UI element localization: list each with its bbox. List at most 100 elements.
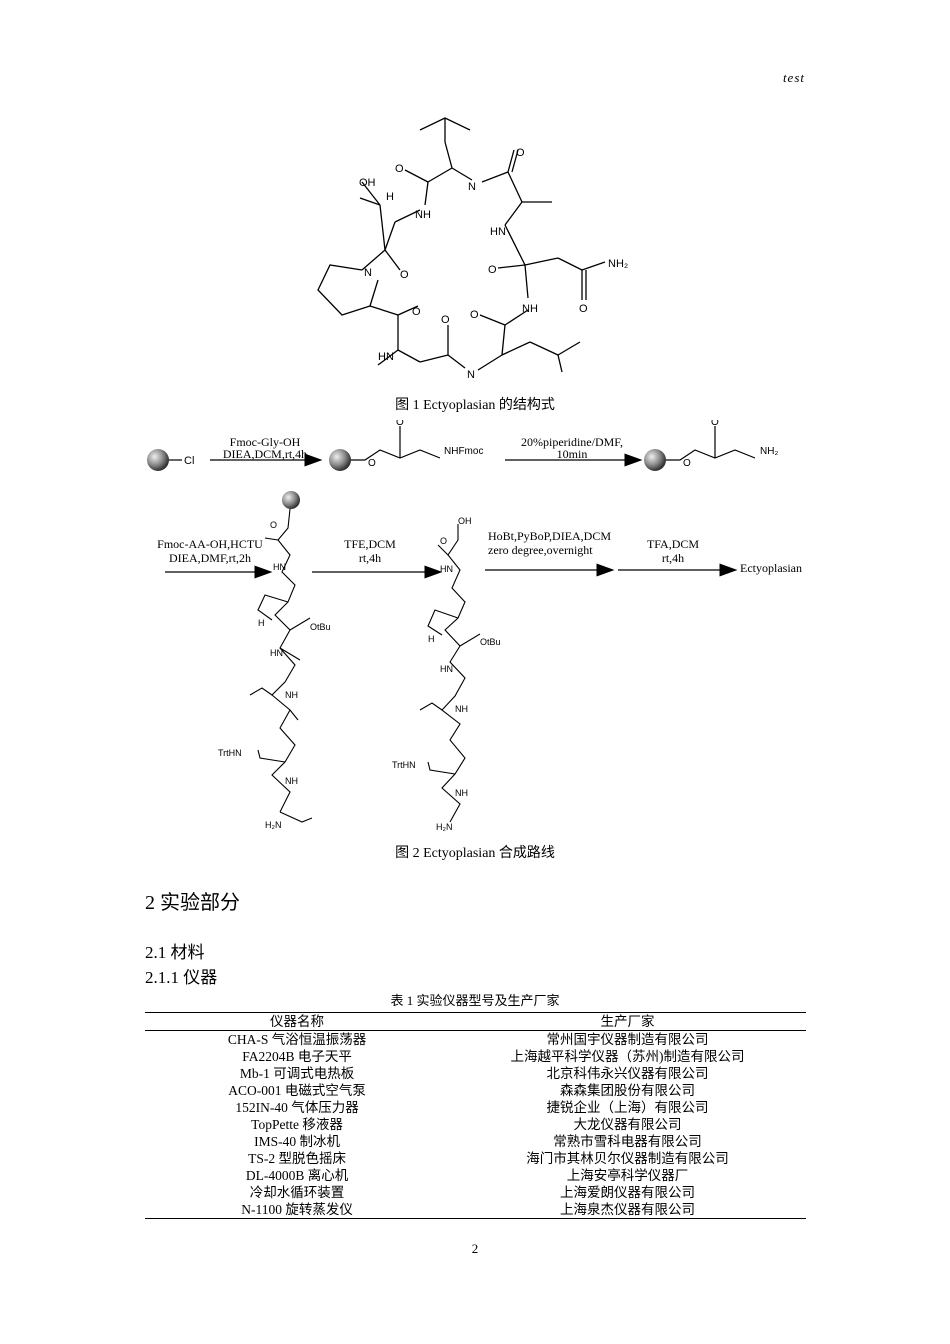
table-cell: N-1100 旋转蒸发仪: [145, 1201, 450, 1219]
chain2-otbu: OtBu: [480, 637, 501, 647]
subsection-title: 2.1 材料: [145, 943, 205, 962]
atom-n-2: N: [467, 369, 475, 381]
table-cell: Mb-1 可调式电热板: [239, 1066, 355, 1081]
table-cell: DL-4000B 离心机: [245, 1168, 349, 1183]
table-row: FA2204B 电子天平 上海越平科学仪器（苏州)制造有限公司: [145, 1048, 806, 1065]
atom-hn-1: HN: [490, 226, 506, 238]
figure2-route: Cl Fmoc-Gly-OH DIEA,DCM,rt,4h O O NHFmoc…: [147, 420, 802, 832]
chain2-o-1: O: [440, 536, 447, 546]
atom-o-1: O: [395, 163, 404, 175]
atom-nh2: NH₂: [608, 258, 628, 270]
chain1-nh-2: NH: [285, 776, 298, 786]
chain2-nh-1: NH: [455, 704, 468, 714]
table-cell: TS-2 型脱色摇床: [248, 1151, 346, 1166]
subsubsection-title: 2.1.1 仪器: [145, 968, 218, 987]
label-nh2-r1: NH₂: [760, 446, 778, 457]
label-o-r1c: O: [683, 458, 691, 469]
resin-bead-1: [147, 449, 169, 471]
atom-o-4: O: [579, 303, 588, 315]
table-cell: FA2204B 电子天平: [242, 1049, 352, 1064]
chain2-hn-1: HN: [440, 564, 453, 574]
table-caption: 表 1 实验仪器型号及生产厂家: [390, 993, 560, 1008]
table-cell: 常州国宇仪器制造有限公司: [546, 1032, 709, 1047]
header-note: test: [782, 70, 805, 85]
chain2-h: H: [428, 634, 435, 644]
table-row: IMS-40 制冰机常熟市雪科电器有限公司: [145, 1133, 806, 1150]
table-cell: 森森集团股份有限公司: [560, 1083, 696, 1098]
atom-hn-2: HN: [378, 351, 394, 363]
atom-o-3: O: [488, 264, 497, 276]
step1-bottom: DIEA,DCM,rt,4h: [223, 447, 307, 461]
table-cell: ACO-001 电磁式空气泵: [228, 1083, 366, 1098]
step2-bottom: 10min: [557, 447, 588, 461]
table-cell: 上海越平科学仪器（苏州)制造有限公司: [510, 1049, 745, 1064]
atom-o-7: O: [412, 306, 421, 318]
chain2-h2n: H₂N: [436, 822, 453, 832]
table-row: TS-2 型脱色摇床海门市其林贝尔仪器制造有限公司: [145, 1150, 806, 1167]
chain1-hn-2: HN: [270, 648, 283, 658]
table-cell: CHA-S 气浴恒温振荡器: [227, 1032, 367, 1047]
step3-top: Fmoc-AA-OH,HCTU: [157, 537, 263, 551]
atom-n-1: N: [468, 181, 476, 193]
figure2-caption: 图 2 Ectyoplasian 合成路线: [395, 846, 555, 861]
label-nhfmoc: NHFmoc: [444, 446, 483, 457]
label-o-r1d: O: [711, 420, 719, 428]
step4-top: TFE,DCM: [344, 537, 396, 551]
resin-bead-2: [329, 449, 351, 471]
figure1-caption: 图 1 Ectyoplasian 的结构式: [395, 398, 555, 413]
product-label: Ectyoplasian: [740, 561, 802, 575]
step2-top: 20%piperidine/DMF,: [521, 435, 623, 449]
label-cl: Cl: [184, 455, 194, 467]
chain1-o-1: O: [270, 520, 277, 530]
atom-n-3: N: [364, 267, 372, 279]
table-cell: 捷锐企业（上海）有限公司: [546, 1100, 709, 1115]
section-title: 2 实验部分: [145, 892, 240, 914]
label-o-r1a: O: [368, 458, 376, 469]
atom-o-5: O: [470, 309, 479, 321]
chain2-hn-2: HN: [440, 664, 453, 674]
atom-oh: OH: [359, 177, 376, 189]
step5-top: HoBt,PyBoP,DIEA,DCM: [488, 529, 611, 543]
atom-h: H: [386, 191, 394, 203]
resin-bead-4: [282, 491, 300, 509]
table-row: DL-4000B 离心机 上海安亭科学仪器厂: [145, 1167, 806, 1184]
table-row: CHA-S 气浴恒温振荡器 常州国宇仪器制造有限公司: [145, 1031, 806, 1049]
table-cell: 上海泉杰仪器有限公司: [449, 1201, 806, 1219]
chain2-oh: OH: [458, 516, 472, 526]
chain1-nh-1: NH: [285, 690, 298, 700]
table-cell: 冷却水循环装置: [249, 1185, 345, 1200]
table-cell: 上海爱朗仪器有限公司: [560, 1185, 696, 1200]
step6-bottom: rt,4h: [662, 551, 684, 565]
chain1-trthn: TrtHN: [218, 748, 242, 758]
table-cell: 常熟市雪科电器有限公司: [553, 1134, 702, 1149]
table-cell: 152IN-40 气体压力器: [235, 1100, 359, 1115]
atom-o-6: O: [441, 314, 450, 326]
step4-bottom: rt,4h: [359, 551, 381, 565]
table-cell: 上海安亭科学仪器厂: [566, 1168, 689, 1183]
page-number: 2: [471, 1241, 479, 1256]
step5-bottom: zero degree,overnight: [488, 543, 593, 557]
atom-o-2: O: [516, 147, 525, 159]
chain2-trthn: TrtHN: [392, 760, 416, 770]
step3-bottom: DIEA,DMF,rt,2h: [169, 551, 251, 565]
table-row: ACO-001 电磁式空气泵 森森集团股份有限公司: [145, 1082, 806, 1099]
step6-top: TFA,DCM: [647, 537, 699, 551]
resin-bead-3: [644, 449, 666, 471]
table-row: N-1100 旋转蒸发仪上海泉杰仪器有限公司: [145, 1201, 806, 1219]
atom-nh-2: NH: [522, 303, 538, 315]
instrument-table: 仪器名称 生产厂家 CHA-S 气浴恒温振荡器 常州国宇仪器制造有限公司 FA22…: [145, 1012, 806, 1219]
table-row: TopPette 移液器大龙仪器有限公司: [145, 1116, 806, 1133]
chain1-h2n: H₂N: [265, 820, 282, 830]
table-row: Mb-1 可调式电热板 北京科伟永兴仪器有限公司: [145, 1065, 806, 1082]
table-header-name: 仪器名称: [145, 1012, 450, 1031]
table-row: 152IN-40 气体压力器 捷锐企业（上海）有限公司: [145, 1099, 806, 1116]
table-cell: 大龙仪器有限公司: [573, 1117, 682, 1132]
chain1-otbu: OtBu: [310, 622, 331, 632]
chain2-nh-2: NH: [455, 788, 468, 798]
step1-top: Fmoc-Gly-OH: [230, 435, 301, 449]
chain1-h: H: [258, 618, 265, 628]
table-header-maker: 生产厂家: [449, 1012, 806, 1031]
figure1-structure: OH H NH N O O HN O NH₂ O NH O N O HN O N…: [317, 117, 628, 381]
atom-nh-1: NH: [415, 209, 431, 221]
table-cell: 北京科伟永兴仪器有限公司: [546, 1066, 709, 1081]
